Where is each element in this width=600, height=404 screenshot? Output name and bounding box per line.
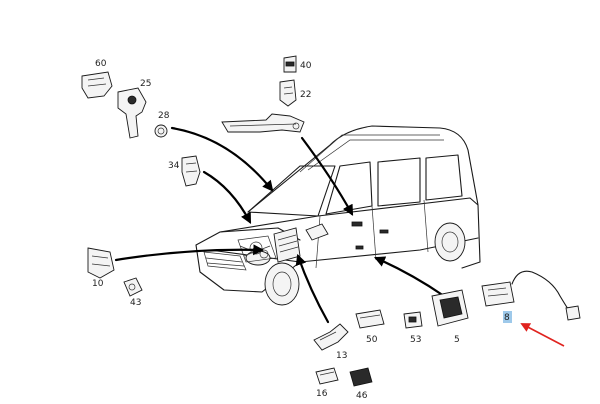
part-22: 22	[279, 79, 311, 107]
part-40: 40	[283, 55, 312, 73]
part-label-53: 53	[410, 335, 421, 345]
part-label-16: 16	[316, 389, 328, 399]
part-10: 10	[87, 247, 115, 289]
part-43: 43	[123, 277, 143, 308]
part-label-40: 40	[300, 61, 312, 71]
part-46: 46	[349, 367, 373, 401]
part-label-28: 28	[158, 111, 170, 121]
part-label-10: 10	[92, 279, 104, 289]
part-label-8-highlight	[503, 311, 512, 323]
part-label-8: 8	[504, 313, 510, 323]
part-16: 16	[315, 367, 339, 399]
part-34: 34	[168, 155, 201, 187]
hood-cable-bracket	[221, 113, 305, 133]
part-25: 25	[117, 79, 151, 139]
part-60: 60	[81, 59, 113, 99]
part-28: 28	[154, 111, 170, 138]
part-13: 13	[313, 323, 349, 361]
part-label-50: 50	[366, 335, 378, 345]
van-illustration	[195, 125, 481, 306]
part-5: 5	[431, 289, 469, 345]
part-label-22: 22	[300, 90, 311, 100]
part-label-46: 46	[356, 391, 368, 401]
part-53: 53	[403, 311, 423, 345]
pointer-arrow	[520, 323, 565, 347]
leader-lines	[114, 126, 565, 347]
part-label-43: 43	[130, 298, 141, 308]
part-label-25: 25	[140, 79, 151, 89]
part-label-5: 5	[454, 335, 460, 345]
part-label-34: 34	[168, 161, 180, 171]
part-label-13: 13	[336, 351, 347, 361]
part-8: 8	[481, 270, 581, 323]
part-label-60: 60	[95, 59, 107, 69]
part-50: 50	[355, 309, 385, 345]
